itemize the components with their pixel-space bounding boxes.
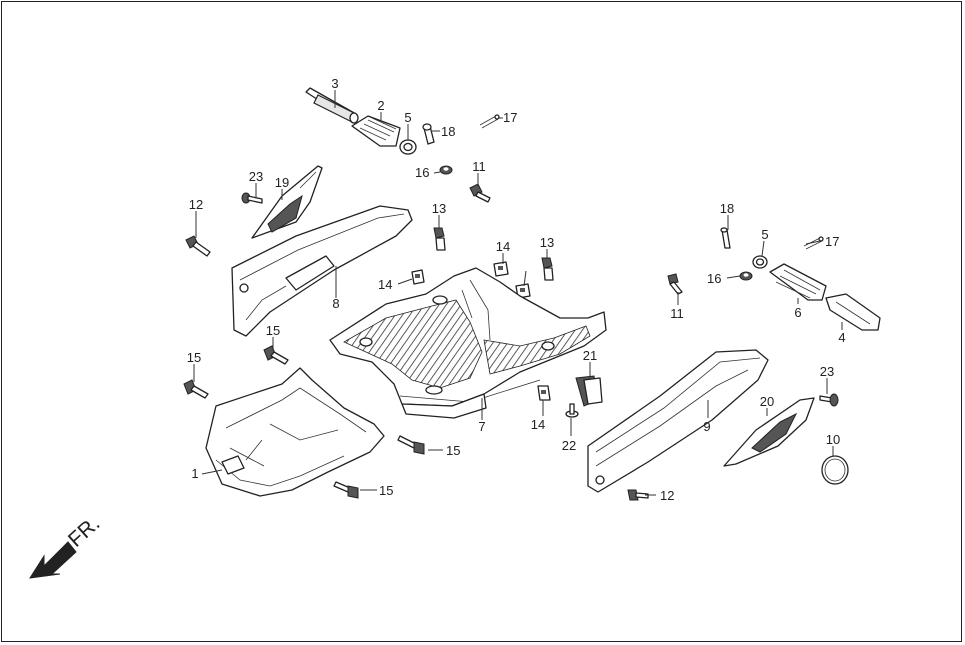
part-17-cotter-left (479, 114, 500, 129)
callout-15: 15 (446, 443, 460, 458)
part-18-pin-right (720, 227, 731, 249)
callout-20: 20 (760, 394, 774, 409)
callout-12: 12 (660, 488, 674, 503)
part-5-washer-left (399, 139, 417, 155)
callout-11: 11 (472, 159, 486, 174)
callout-13: 13 (540, 235, 554, 250)
callout-7: 7 (478, 419, 485, 434)
part-21-bracket (575, 375, 603, 407)
callout-8: 8 (332, 296, 339, 311)
part-22-clip (565, 403, 579, 418)
callout-22: 22 (562, 438, 576, 453)
part-17-cotter-right (803, 236, 824, 250)
callout-19: 19 (275, 175, 289, 190)
callout-11: 11 (670, 306, 684, 321)
callout-2: 2 (377, 98, 384, 113)
part-12-bolt-left (185, 235, 211, 257)
callout-1: 1 (191, 466, 198, 481)
callout-10: 10 (826, 432, 840, 447)
part-16-nut-right (739, 271, 753, 281)
callout-14: 14 (496, 239, 510, 254)
callout-15: 15 (266, 323, 280, 338)
callout-16: 16 (415, 165, 429, 180)
part-3-shaft (305, 87, 359, 124)
part-11-bolt-right (667, 273, 683, 295)
part-1-under-cover (205, 367, 385, 497)
part-23-screw-right (819, 393, 839, 407)
callout-15: 15 (379, 483, 393, 498)
front-arrow-icon (29, 541, 77, 579)
part-13-clip-right (541, 257, 554, 281)
part-20-trim-right (723, 397, 815, 467)
callout-18: 18 (720, 201, 734, 216)
callout-12: 12 (189, 197, 203, 212)
callout-18: 18 (441, 124, 455, 139)
callout-21: 21 (583, 348, 597, 363)
callout-13: 13 (432, 201, 446, 216)
part-13-clip-left (433, 227, 446, 251)
part-23-screw-left (241, 192, 263, 204)
callout-17: 17 (503, 110, 517, 125)
part-14-nut-a (411, 269, 425, 285)
part-14-nut-d (537, 385, 551, 401)
part-11-bolt-left (469, 183, 491, 203)
part-2-footpeg (351, 115, 401, 147)
part-18-pin-left (422, 123, 435, 145)
callout-5: 5 (404, 110, 411, 125)
part-7-floor-panel (329, 267, 607, 419)
callout-14: 14 (378, 277, 392, 292)
callout-5: 5 (761, 227, 768, 242)
part-15-bolt-b (183, 379, 209, 399)
callout-9: 9 (703, 419, 710, 434)
part-15-bolt-c (397, 435, 425, 455)
part-12-bolt-right (627, 489, 649, 501)
part-8-side-rail-left (231, 205, 413, 337)
callout-23: 23 (820, 364, 834, 379)
part-5-washer-right (752, 255, 768, 269)
part-15-bolt-a (263, 345, 289, 365)
part-10-cap (821, 455, 849, 485)
callout-6: 6 (794, 305, 801, 320)
callout-14: 14 (531, 417, 545, 432)
callout-labels: 3 2 5 18 17 16 11 23 19 12 13 14 14 13 8… (187, 76, 846, 503)
part-6-footpeg-right (769, 263, 827, 301)
part-9-side-rail-right (587, 349, 769, 493)
part-14-nut-b (493, 261, 509, 277)
callout-15: 15 (187, 350, 201, 365)
callout-17: 17 (825, 234, 839, 249)
leader-lines (193, 90, 843, 496)
part-16-nut-left (439, 165, 453, 175)
callout-23: 23 (249, 169, 263, 184)
callout-3: 3 (331, 76, 338, 91)
part-4-footrest-cover (825, 293, 881, 331)
part-15-bolt-d (333, 481, 359, 499)
callout-16: 16 (707, 271, 721, 286)
front-direction-indicator: FR. (29, 512, 104, 579)
callout-4: 4 (838, 330, 845, 345)
